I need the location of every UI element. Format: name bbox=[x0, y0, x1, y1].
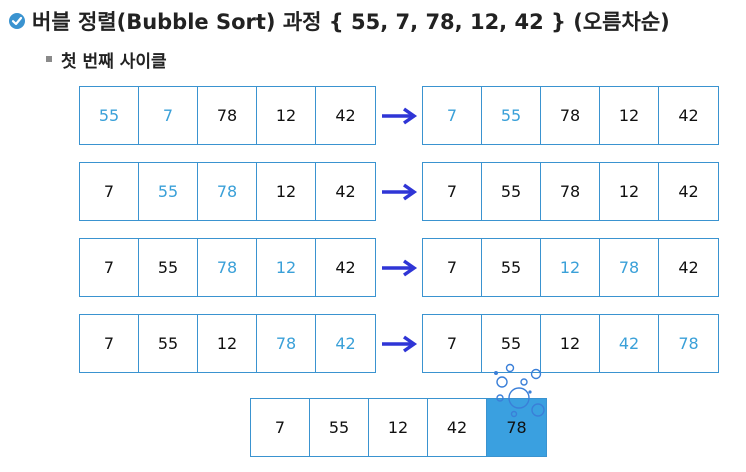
array-cell: 7 bbox=[80, 239, 139, 296]
array-cell: 42 bbox=[678, 258, 699, 277]
array-cell: 7 bbox=[423, 87, 482, 144]
array-cell: 78 bbox=[198, 87, 257, 144]
array-cell: 55 bbox=[139, 163, 198, 220]
array-cell: 42 bbox=[600, 315, 659, 372]
square-bullet-icon bbox=[46, 56, 52, 62]
array-cell: 42 bbox=[335, 106, 356, 125]
title-text: 버블 정렬(Bubble Sort) 과정 { 55, 7, 78, 12, 4… bbox=[32, 10, 670, 34]
section-subtitle: 첫 번째 사이클 bbox=[46, 46, 167, 72]
array-cell: 78 bbox=[678, 334, 699, 353]
array-cell: 55 bbox=[482, 87, 541, 144]
array-cell: 42 bbox=[335, 334, 356, 353]
array-cell: 7 bbox=[80, 315, 139, 372]
array-cell: 55 bbox=[482, 315, 541, 372]
array-cell: 55 bbox=[80, 87, 139, 144]
array-cell: 12 bbox=[541, 315, 600, 372]
array-cell: 78 bbox=[257, 315, 316, 372]
array-cell: 78 bbox=[541, 87, 600, 144]
right-arrow-icon bbox=[382, 107, 418, 125]
array-cell: 12 bbox=[541, 239, 600, 296]
right-arrow-icon bbox=[382, 335, 418, 353]
array-cell: 42 bbox=[678, 106, 699, 125]
array-cell: 7 bbox=[80, 163, 139, 220]
array-cell: 78 bbox=[198, 239, 257, 296]
array-cell: 42 bbox=[335, 258, 356, 277]
array-cell: 78 bbox=[198, 163, 257, 220]
array-cell: 42 bbox=[335, 182, 356, 201]
array-cell: 12 bbox=[600, 163, 659, 220]
subtitle-text: 첫 번째 사이클 bbox=[61, 51, 167, 72]
array-cell: 7 bbox=[251, 399, 310, 456]
array-cell: 7 bbox=[423, 163, 482, 220]
array-cell: 12 bbox=[257, 163, 316, 220]
array-cell: 78 bbox=[487, 399, 546, 456]
array-cell: 55 bbox=[139, 239, 198, 296]
array-cell: 78 bbox=[600, 239, 659, 296]
array-cell: 12 bbox=[600, 87, 659, 144]
array-cell: 7 bbox=[423, 315, 482, 372]
array-cell: 42 bbox=[428, 399, 487, 456]
bubbles-icon bbox=[494, 363, 545, 418]
array-cell: 55 bbox=[482, 239, 541, 296]
check-circle-icon bbox=[9, 13, 25, 29]
page-title: 버블 정렬(Bubble Sort) 과정 { 55, 7, 78, 12, 4… bbox=[8, 6, 670, 36]
array-cell: 42 bbox=[678, 182, 699, 201]
array-cell: 7 bbox=[423, 239, 482, 296]
array-cell: 12 bbox=[257, 87, 316, 144]
array-cell: 55 bbox=[310, 399, 369, 456]
array-cell: 55 bbox=[139, 315, 198, 372]
array-cell: 78 bbox=[541, 163, 600, 220]
array-cell: 12 bbox=[257, 239, 316, 296]
right-arrow-icon bbox=[382, 259, 418, 277]
array-cell: 12 bbox=[369, 399, 428, 456]
array-cell: 55 bbox=[482, 163, 541, 220]
array-cell: 7 bbox=[139, 87, 198, 144]
array-cell: 12 bbox=[198, 315, 257, 372]
right-arrow-icon bbox=[382, 183, 418, 201]
